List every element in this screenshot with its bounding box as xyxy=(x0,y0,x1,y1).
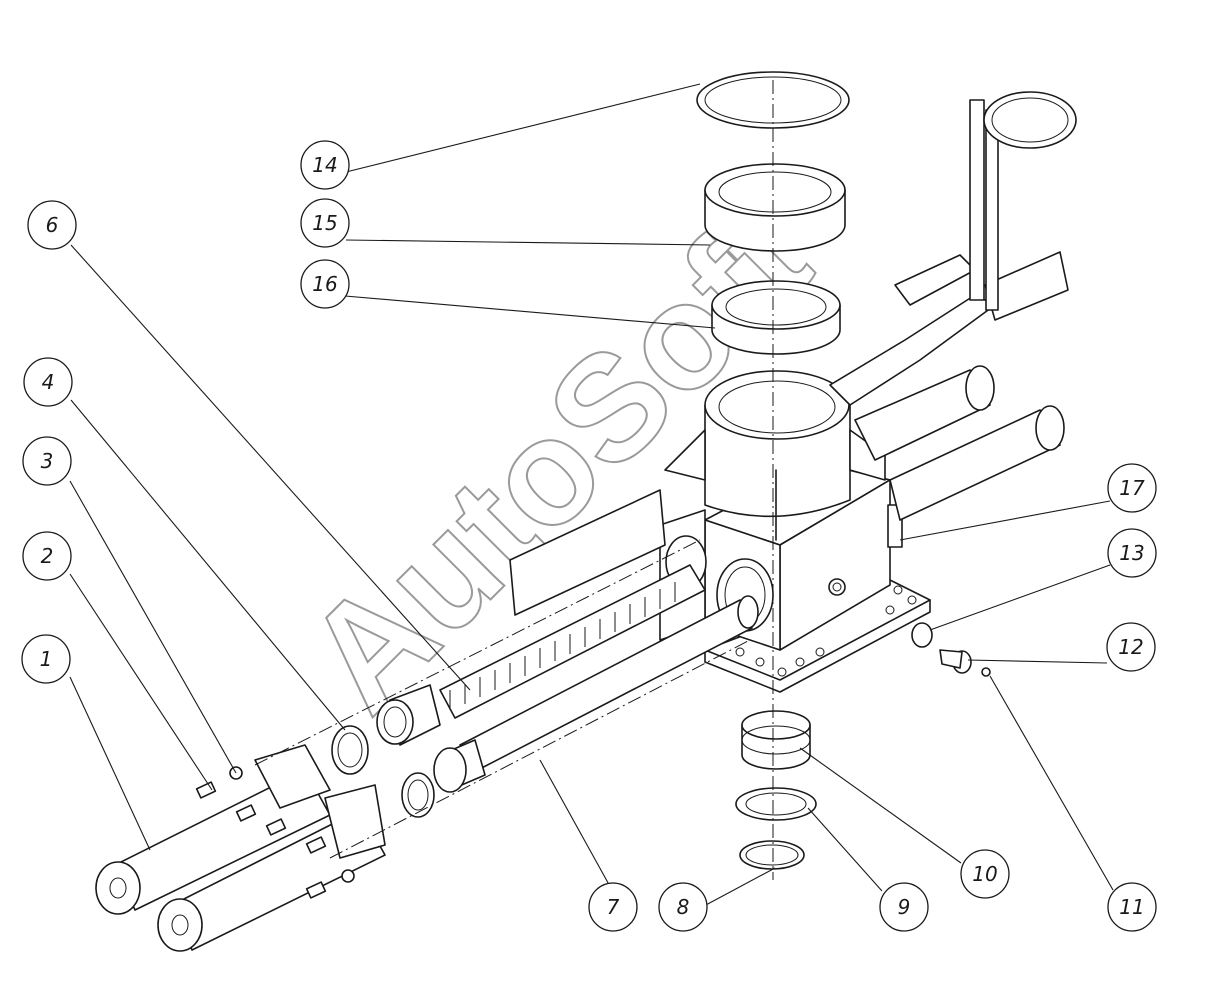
balloon-2: 2 xyxy=(22,531,72,581)
balloon-11: 11 xyxy=(1107,882,1157,932)
upper-bearing-housing xyxy=(664,370,886,541)
balloon-4-label: 4 xyxy=(42,370,55,394)
balloon-15-label: 15 xyxy=(312,211,337,235)
balloon-14: 14 xyxy=(300,140,350,190)
hydraulic-cylinder-lower xyxy=(157,784,386,952)
balloon-7-label: 7 xyxy=(607,895,620,919)
balloon-3-label: 3 xyxy=(41,449,54,473)
balloon-4: 4 xyxy=(23,357,73,407)
balloon-1-label: 1 xyxy=(40,647,53,671)
rod-end-upper xyxy=(376,684,441,746)
balloon-16-label: 16 xyxy=(312,272,337,296)
ring-16 xyxy=(711,280,841,355)
leader-lines xyxy=(69,83,1114,907)
balloon-17: 17 xyxy=(1107,463,1157,513)
balloon-13-label: 13 xyxy=(1119,541,1144,565)
balloon-13: 13 xyxy=(1107,528,1157,578)
ring-15 xyxy=(704,163,846,252)
retaining-ring-8 xyxy=(739,840,805,870)
balloon-2-label: 2 xyxy=(41,544,54,568)
balloon-8-label: 8 xyxy=(677,895,690,919)
balloon-11-label: 11 xyxy=(1119,895,1144,919)
seal-ring-a xyxy=(331,725,369,775)
balloon-9-label: 9 xyxy=(898,895,911,919)
balloon-12: 12 xyxy=(1106,622,1156,672)
bolt-set xyxy=(195,766,355,899)
fitting-parts xyxy=(911,622,991,677)
balloon-8: 8 xyxy=(658,882,708,932)
rack-bar xyxy=(439,564,706,719)
assembly-line-lower xyxy=(329,639,751,859)
balloon-10-label: 10 xyxy=(972,862,997,886)
balloon-17-label: 17 xyxy=(1119,476,1145,500)
assembly-line-upper xyxy=(254,539,701,766)
balloon-10: 10 xyxy=(960,849,1010,899)
balloon-1: 1 xyxy=(21,634,71,684)
balloon-16: 16 xyxy=(300,259,350,309)
balloon-6-label: 6 xyxy=(46,213,59,237)
balloon-7: 7 xyxy=(588,882,638,932)
arm-with-yoke xyxy=(829,91,1077,406)
seal-ring-b xyxy=(401,772,435,818)
rear-cylinders xyxy=(854,365,1065,521)
guide-plate xyxy=(509,489,666,616)
balloon-15: 15 xyxy=(300,198,350,248)
balloon-9: 9 xyxy=(879,882,929,932)
rod-end-lower xyxy=(433,739,486,793)
washer-9 xyxy=(735,787,817,821)
balloon-3: 3 xyxy=(22,436,72,486)
bushing-10 xyxy=(741,710,811,770)
balloon-14-label: 14 xyxy=(312,153,337,177)
balloon-12-label: 12 xyxy=(1118,635,1143,659)
piston-rod xyxy=(459,595,759,774)
balloon-6: 6 xyxy=(27,200,77,250)
